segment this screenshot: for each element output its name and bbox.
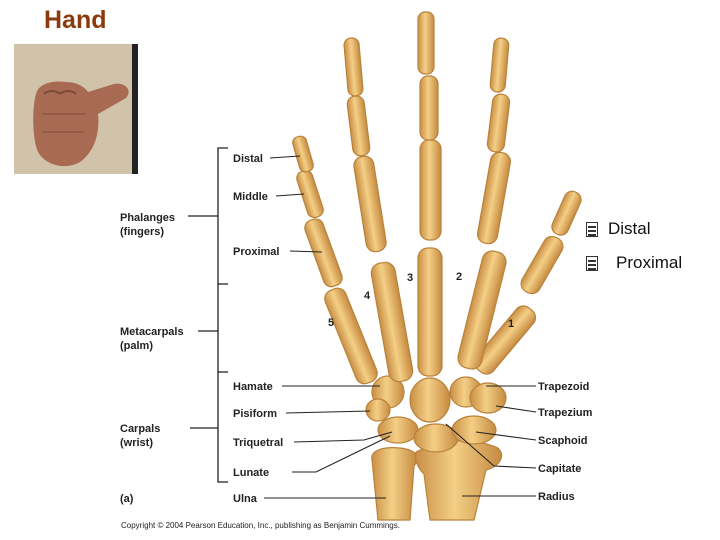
forearm-bones <box>371 440 503 521</box>
list-icon <box>586 221 598 237</box>
label-trapezium: Trapezium <box>538 407 593 419</box>
label-phalanges: Phalanges <box>120 212 175 224</box>
digit-number-5: 5 <box>328 317 334 329</box>
leader-lines <box>264 155 537 499</box>
bullet-text: Distal <box>608 219 651 238</box>
label-triquetral: Triquetral <box>233 437 283 449</box>
label-distal: Distal <box>233 153 263 165</box>
bullet-text: Proximal <box>616 253 683 272</box>
hand-sign-photo <box>14 44 138 174</box>
bullet-item: Distal <box>586 212 682 246</box>
label-middle: Middle <box>233 191 268 203</box>
label-fingers: (fingers) <box>120 226 164 238</box>
digit-number-2: 2 <box>456 271 462 283</box>
digit-number-4: 4 <box>364 290 371 302</box>
label-wrist: (wrist) <box>120 437 153 449</box>
label-capitate: Capitate <box>538 463 581 475</box>
digit-number-1: 1 <box>508 318 514 330</box>
label-palm: (palm) <box>120 340 153 352</box>
slide-title: Hand <box>44 6 107 34</box>
label-hamate: Hamate <box>233 381 273 393</box>
label-radius: Radius <box>538 491 575 503</box>
list-icon <box>586 255 598 271</box>
label-carpals: Carpals <box>120 423 160 435</box>
label-panel: (a) <box>120 493 134 505</box>
digit-number-3: 3 <box>407 272 413 284</box>
label-proximal: Proximal <box>233 246 279 258</box>
bullet-item: Proximal <box>586 246 682 280</box>
label-lunate: Lunate <box>233 467 269 479</box>
label-ulna: Ulna <box>233 493 258 505</box>
finger-bones <box>292 11 582 385</box>
label-pisiform: Pisiform <box>233 408 277 420</box>
copyright-notice: Copyright © 2004 Pearson Education, Inc.… <box>121 521 400 530</box>
label-bracket <box>188 147 228 483</box>
label-trapezoid: Trapezoid <box>538 381 589 393</box>
bullet-list: Distal Proximal <box>586 212 682 280</box>
label-scaphoid: Scaphoid <box>538 435 588 447</box>
carpal-bones <box>365 375 507 453</box>
label-metacarpals: Metacarpals <box>120 326 184 338</box>
